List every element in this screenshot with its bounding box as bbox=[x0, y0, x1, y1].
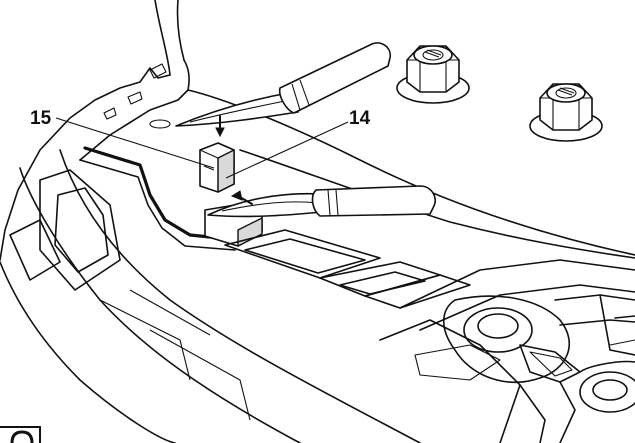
callout-label-14: 14 bbox=[349, 108, 371, 129]
knife-icon bbox=[175, 42, 392, 127]
circle-icon bbox=[0, 426, 41, 443]
callout-15: 15 bbox=[30, 108, 215, 169]
clip-icon bbox=[199, 115, 253, 205]
callout-label-15: 15 bbox=[30, 108, 52, 129]
knife-icon bbox=[207, 185, 436, 218]
hex-flange-nut-icon bbox=[529, 83, 603, 142]
hex-flange-nut-icon bbox=[396, 45, 470, 104]
callout-14: 14 bbox=[225, 108, 371, 179]
